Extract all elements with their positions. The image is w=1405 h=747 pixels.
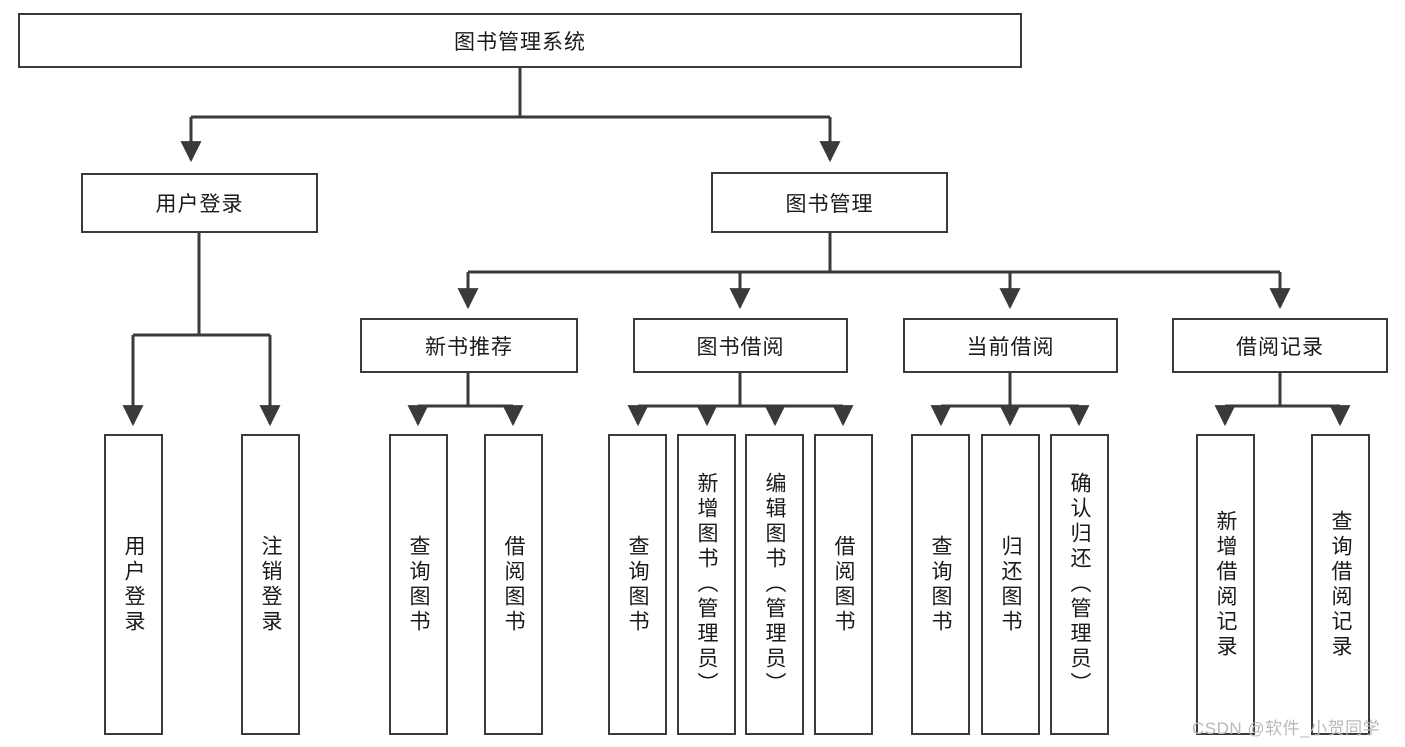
node-book-manage-label: 图书管理 (785, 192, 874, 216)
node-leaf-query-book-2[interactable]: 查询图书 (608, 434, 667, 735)
node-book-borrow[interactable]: 图书借阅 (633, 318, 848, 373)
node-leaf-query-book-3-label: 查询图书 (929, 534, 952, 635)
node-leaf-confirm-return[interactable]: 确认归还（管理员） (1050, 434, 1109, 735)
node-leaf-edit-book-label: 编辑图书（管理员） (763, 472, 786, 697)
node-leaf-query-record-label: 查询借阅记录 (1329, 509, 1352, 660)
node-new-book-rec-label: 新书推荐 (425, 335, 513, 359)
node-root[interactable]: 图书管理系统 (18, 13, 1022, 68)
node-borrow-record-label: 借阅记录 (1236, 335, 1324, 359)
node-leaf-confirm-return-label: 确认归还（管理员） (1068, 472, 1091, 697)
node-leaf-logout[interactable]: 注销登录 (241, 434, 300, 735)
node-leaf-return-book-label: 归还图书 (999, 534, 1022, 635)
node-leaf-query-book-1[interactable]: 查询图书 (389, 434, 448, 735)
node-leaf-add-book-label: 新增图书（管理员） (695, 472, 718, 697)
node-leaf-add-record[interactable]: 新增借阅记录 (1196, 434, 1255, 735)
node-root-label: 图书管理系统 (454, 30, 586, 54)
node-leaf-add-book[interactable]: 新增图书（管理员） (677, 434, 736, 735)
node-current-borrow[interactable]: 当前借阅 (903, 318, 1118, 373)
node-leaf-query-record[interactable]: 查询借阅记录 (1311, 434, 1370, 735)
node-leaf-query-book-1-label: 查询图书 (407, 534, 430, 635)
node-new-book-rec[interactable]: 新书推荐 (360, 318, 578, 373)
node-user-login-label: 用户登录 (155, 193, 244, 216)
node-book-borrow-label: 图书借阅 (696, 335, 785, 359)
node-leaf-edit-book[interactable]: 编辑图书（管理员） (745, 434, 804, 735)
node-leaf-user-login[interactable]: 用户登录 (104, 434, 163, 735)
node-current-borrow-label: 当前借阅 (966, 335, 1055, 359)
node-leaf-borrow-book-2-label: 借阅图书 (832, 534, 855, 635)
node-leaf-borrow-book-1[interactable]: 借阅图书 (484, 434, 543, 735)
node-leaf-add-record-label: 新增借阅记录 (1214, 509, 1237, 660)
node-leaf-query-book-3[interactable]: 查询图书 (911, 434, 970, 735)
node-user-login[interactable]: 用户登录 (81, 173, 318, 233)
node-leaf-logout-label: 注销登录 (259, 534, 282, 635)
csdn-watermark: CSDN @软件_小贺同学 (1192, 719, 1381, 738)
node-leaf-user-login-label: 用户登录 (122, 534, 145, 635)
node-leaf-borrow-book-2[interactable]: 借阅图书 (814, 434, 873, 735)
node-leaf-return-book[interactable]: 归还图书 (981, 434, 1040, 735)
node-book-manage[interactable]: 图书管理 (711, 172, 948, 233)
node-borrow-record[interactable]: 借阅记录 (1172, 318, 1388, 373)
node-leaf-borrow-book-1-label: 借阅图书 (502, 534, 525, 635)
node-leaf-query-book-2-label: 查询图书 (626, 534, 649, 635)
